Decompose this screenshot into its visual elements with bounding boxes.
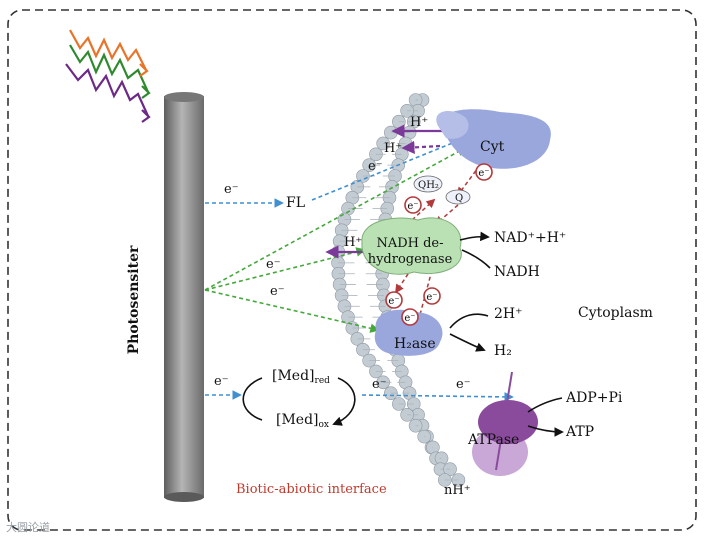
cytoplasm-label: Cytoplasm [578,305,653,321]
nad-plus-label: NAD⁺+H⁺ [494,230,566,246]
nadh-label: NADH [494,264,540,280]
h-plus-label-top: H⁺ [410,115,428,130]
electron-badge [401,308,419,326]
electron-label-med-out: e⁻ [372,377,387,392]
electron-badge-label: e⁻ [426,292,437,303]
q-label: Q [455,193,463,204]
qh2-label: QH₂ [418,180,439,191]
electron-label-atpase: e⁻ [456,377,471,392]
h-plus-label-nadh: H⁺ [344,235,362,250]
quinone-pool [413,175,471,205]
electron-badge-label: e⁻ [407,201,418,212]
electron-label-med: e⁻ [214,374,229,389]
h2ase-label: H₂ase [394,336,436,352]
med-red-label: [Med]red [272,368,330,386]
nh-plus-label: nH⁺ [444,483,471,498]
electron-badge [404,196,422,214]
fl-label: FL [286,195,305,211]
electron-label-cyt: e⁻ [368,159,383,174]
photosensiter-label: Photosensiter [126,245,142,354]
interface-label: Biotic-abiotic interface [236,482,387,497]
atpase-label: ATPase [467,432,519,448]
two-h-plus-label: 2H⁺ [494,306,523,322]
cytochrome-protein [436,109,551,169]
adp-pi-label: ADP+Pi [565,390,623,406]
nadh-dehydrogenase-protein [361,217,462,275]
reaction-arrows [242,231,564,437]
cyt-label: Cyt [480,139,505,155]
atpase-protein [472,371,538,476]
nadh-dehydrogenase-label-1: NADH de- [376,236,443,251]
nadh-dehydrogenase-label-2: hydrogenase [368,252,453,267]
atp-label: ATP [565,424,594,440]
electron-label-top: e⁻ [224,182,239,197]
electron-badge-label: e⁻ [404,313,415,324]
electron-label-mid-1: e⁻ [266,257,281,272]
electron-badge [475,163,493,181]
light-wave-icon [65,29,151,123]
watermark-text: 大圆论道 [6,521,50,534]
photosensiter-electrode [164,92,204,502]
electron-badge-label: e⁻ [388,296,399,307]
electron-badge-label: e⁻ [478,168,489,179]
hydrogenase-protein [374,309,443,356]
electron-badges: e⁻ e⁻ e⁻ e⁻ e⁻ [385,163,493,326]
electron-label-mid-2: e⁻ [270,284,285,299]
dashed-frame [7,9,697,531]
electron-badge [423,287,441,305]
h-plus-label-second: H⁺ [384,141,402,156]
electron-badge [385,291,403,309]
h2-label: H₂ [494,343,512,359]
med-ox-label: [Med]ox [276,412,329,430]
